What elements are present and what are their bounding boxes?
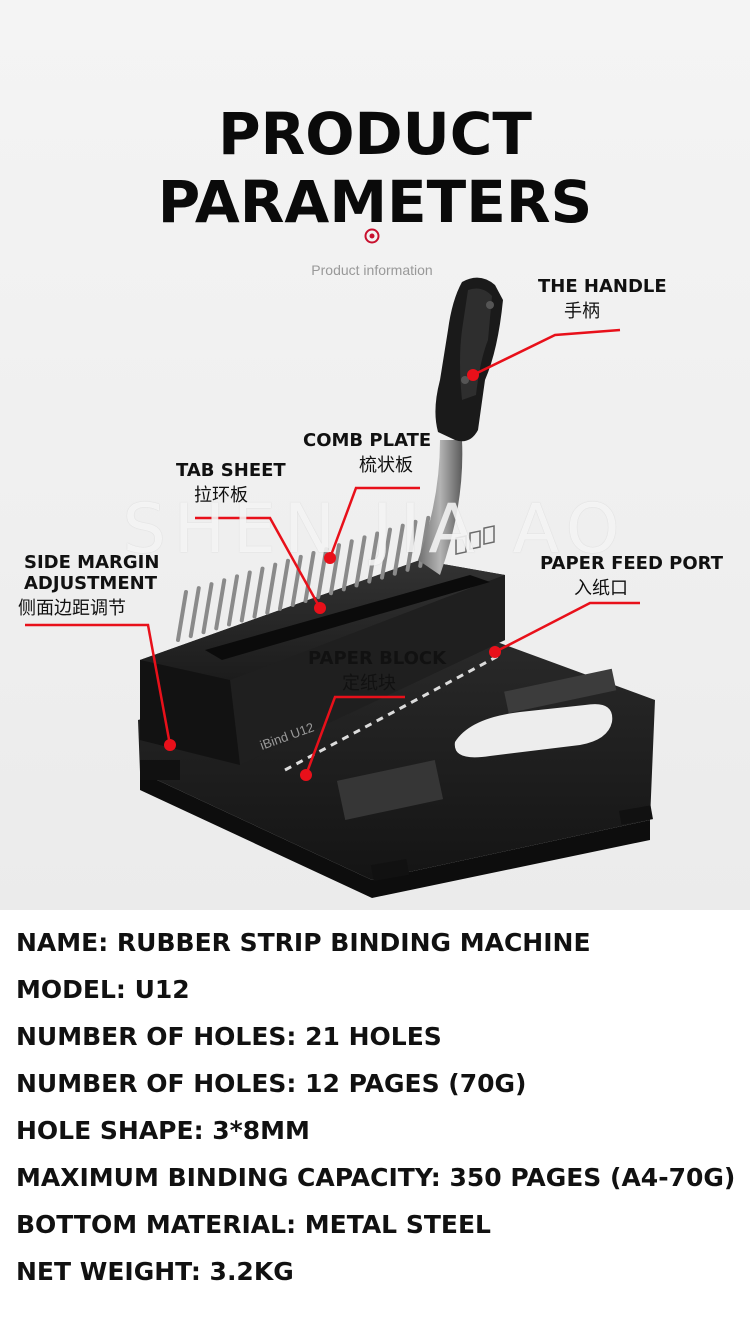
callout-side-margin: SIDE MARGIN ADJUSTMENT 侧面边距调节	[18, 552, 159, 620]
callout-paper-feed-en: PAPER FEED PORT	[540, 553, 724, 574]
callout-comb-plate: COMB PLATE 梳状板	[303, 430, 431, 477]
product-hero: PRODUCT PARAMETERS Product information	[0, 0, 750, 910]
callout-side-margin-en1: SIDE MARGIN	[24, 552, 160, 573]
spec-holes: NUMBER OF HOLES: 21 HOLES	[16, 1022, 442, 1051]
spec-pages: NUMBER OF HOLES: 12 PAGES (70G)	[16, 1069, 527, 1098]
comb-tooth	[278, 558, 290, 611]
comb-tooth	[201, 582, 214, 635]
spec-capacity: MAXIMUM BINDING CAPACITY: 350 PAGES (A4-…	[16, 1163, 736, 1192]
comb-teeth	[176, 512, 443, 642]
callout-comb-plate-zh: 梳状板	[359, 455, 413, 476]
watermark-text: SHEN JIA AO	[122, 490, 628, 569]
comb-tooth	[290, 554, 303, 607]
page-title: PRODUCT PARAMETERS	[157, 100, 593, 236]
callout-tab-sheet-zh: 拉环板	[194, 485, 248, 506]
target-icon	[364, 228, 380, 244]
spec-model: MODEL: U12	[16, 975, 190, 1004]
machine-body: iBind U12	[140, 525, 505, 765]
comb-tooth	[239, 570, 252, 623]
comb-tooth	[405, 519, 418, 572]
comb-tooth	[176, 590, 188, 642]
comb-tooth	[188, 586, 201, 639]
callout-dots	[164, 369, 501, 781]
callout-tab-sheet-en: TAB SHEET	[176, 460, 286, 481]
callout-handle-en: THE HANDLE	[538, 276, 667, 297]
callout-paper-block-zh: 定纸块	[342, 673, 396, 694]
callout-paper-feed-zh: 入纸口	[574, 578, 628, 599]
comb-tooth	[354, 535, 367, 588]
comb-tooth	[380, 527, 392, 580]
comb-tooth	[265, 562, 278, 615]
comb-tooth	[214, 578, 227, 631]
callout-paper-feed: PAPER FEED PORT 入纸口	[540, 553, 723, 600]
callout-handle: THE HANDLE 手柄	[538, 276, 667, 323]
callout-paper-block: PAPER BLOCK 定纸块	[308, 648, 446, 695]
comb-tooth	[341, 539, 354, 592]
comb-tooth	[303, 551, 316, 603]
callout-tab-sheet: TAB SHEET 拉环板	[176, 460, 286, 507]
spec-weight: NET WEIGHT: 3.2KG	[16, 1257, 294, 1286]
callout-side-margin-en2: ADJUSTMENT	[24, 573, 157, 594]
page-subtitle: Product information	[311, 262, 433, 278]
spec-list: NAME: RUBBER STRIP BINDING MACHINE MODEL…	[0, 910, 750, 1321]
comb-tooth	[367, 531, 380, 584]
comb-tooth	[392, 523, 405, 576]
callout-handle-zh: 手柄	[564, 301, 600, 322]
callout-lines	[25, 328, 640, 776]
callout-comb-plate-en: COMB PLATE	[303, 430, 432, 451]
spec-hole-shape: HOLE SHAPE: 3*8MM	[16, 1116, 310, 1145]
spec-material: BOTTOM MATERIAL: METAL STEEL	[16, 1210, 491, 1239]
callout-side-margin-zh: 侧面边距调节	[18, 598, 126, 619]
comb-tooth	[252, 566, 265, 619]
callout-paper-block-en: PAPER BLOCK	[308, 648, 447, 669]
spec-name: NAME: RUBBER STRIP BINDING MACHINE	[16, 928, 591, 957]
feed-port-icons	[455, 525, 495, 555]
comb-tooth	[227, 574, 239, 627]
comb-tooth	[329, 543, 341, 596]
binding-machine-image: iBind U12	[25, 277, 655, 898]
